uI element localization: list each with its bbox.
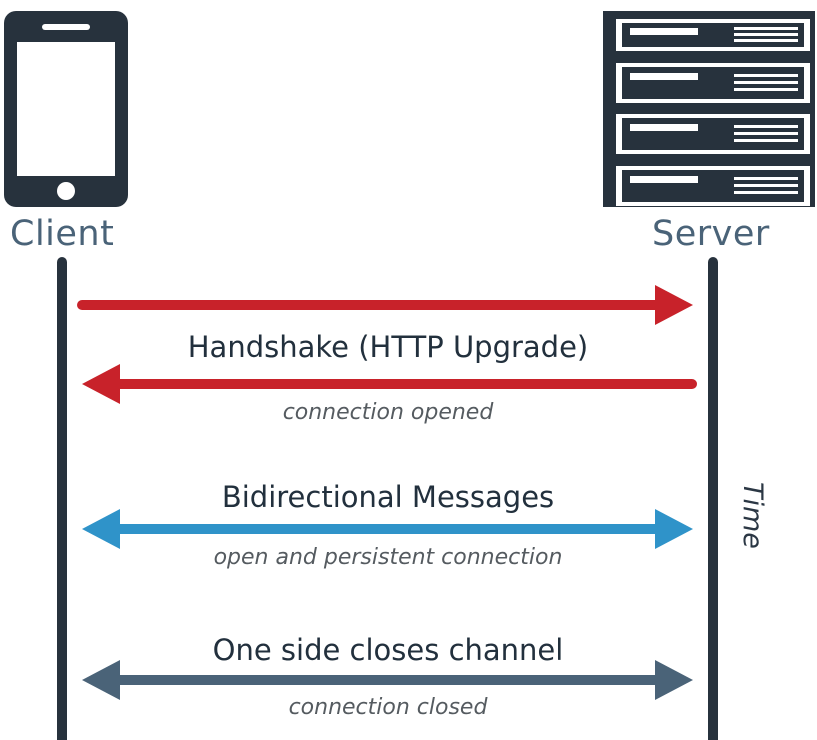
server-label: Server xyxy=(652,214,770,254)
handshake-request-arrow xyxy=(77,285,693,325)
handshake-sublabel: connection opened xyxy=(282,400,494,425)
time-axis-label: Time xyxy=(737,482,768,549)
bidirectional-arrow xyxy=(82,509,693,549)
close-channel-sublabel: connection closed xyxy=(288,695,488,720)
handshake-response-arrow xyxy=(82,364,697,404)
close-channel-label: One side closes channel xyxy=(212,633,564,667)
server-rack-icon xyxy=(603,11,815,207)
bidirectional-sublabel: open and persistent connection xyxy=(213,545,563,570)
bidirectional-label: Bidirectional Messages xyxy=(221,480,555,514)
client-label: Client xyxy=(10,214,115,254)
smartphone-icon xyxy=(4,11,128,207)
close-channel-arrow xyxy=(82,660,693,700)
handshake-label: Handshake (HTTP Upgrade) xyxy=(187,330,589,364)
